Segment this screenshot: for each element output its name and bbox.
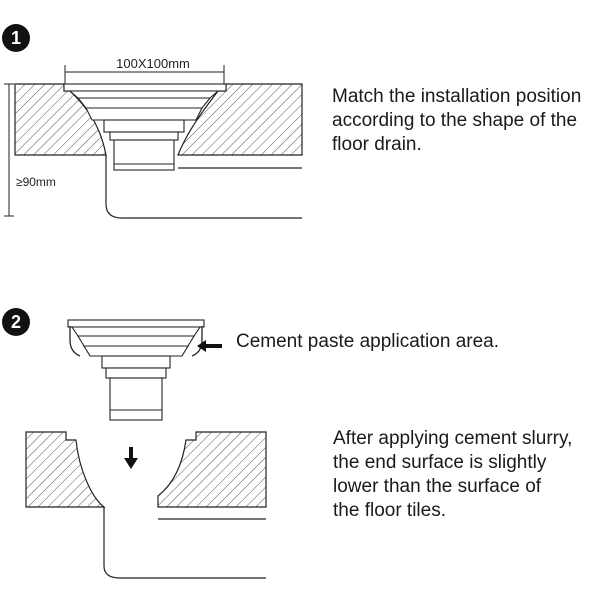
step-1-line: floor drain. <box>332 134 422 155</box>
step-2-badge: 2 <box>2 308 30 336</box>
svg-text:1: 1 <box>11 28 21 48</box>
cement-paste-area <box>69 326 203 357</box>
floor-drain-1 <box>63 83 227 171</box>
arrow-down-icon <box>124 447 138 469</box>
arrow-left-icon <box>197 340 222 352</box>
drain-pipe-2 <box>103 507 266 579</box>
floor-slab-right-2 <box>157 431 267 508</box>
floor-slab-left-2 <box>25 431 106 508</box>
width-dimension <box>64 65 225 84</box>
width-dimension-label: 100X100mm <box>116 56 190 71</box>
step-2-line: the floor tiles. <box>333 500 446 521</box>
step-2-line: After applying cement slurry, <box>333 428 573 449</box>
drain-pipe-1 <box>105 155 302 219</box>
callout-label: Cement paste application area. <box>236 331 499 352</box>
depth-dimension-label: ≥90mm <box>16 175 56 189</box>
step-1-line: according to the shape of the <box>332 110 578 131</box>
step-1-line: Match the installation position <box>332 86 582 107</box>
step-2-line: lower than the surface of <box>333 476 542 497</box>
depth-dimension <box>4 83 14 217</box>
step-2-line: the end surface is slightly <box>333 452 547 473</box>
cement-paste-callout: Cement paste application area. <box>236 330 499 354</box>
floor-drain-2 <box>67 319 205 421</box>
step-2-description: After applying cement slurry, the end su… <box>333 427 572 523</box>
step-1-badge: 1 <box>2 24 30 52</box>
step-1-description: Match the installation position accordin… <box>332 85 581 157</box>
svg-text:2: 2 <box>11 312 21 332</box>
